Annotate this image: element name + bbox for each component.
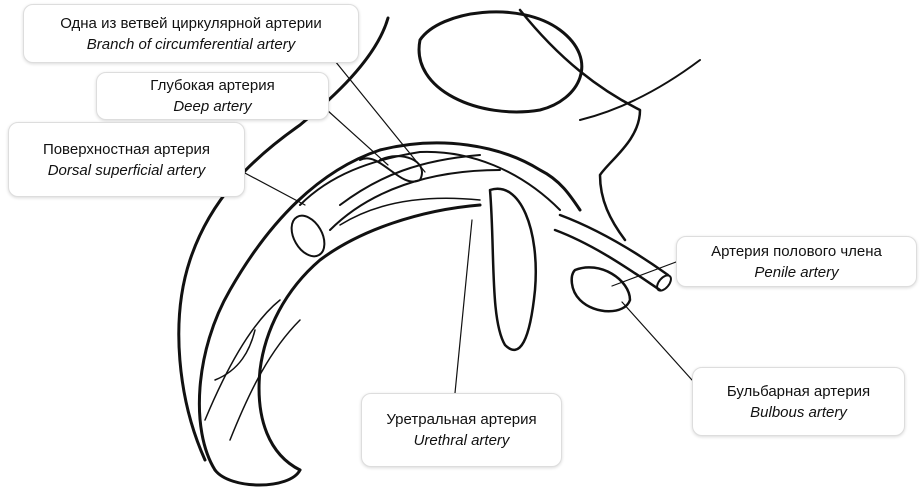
label-en: Bulbous artery	[750, 403, 847, 421]
label-deep-artery: Глубокая артерия Deep artery	[96, 72, 329, 120]
label-bulbous-artery: Бульбарная артерия Bulbous artery	[692, 367, 905, 436]
label-branch-circumferential-artery: Одна из ветвей циркулярной артерии Branc…	[23, 4, 359, 63]
label-penile-artery: Артерия полового члена Penile artery	[676, 236, 917, 287]
label-ru: Уретральная артерия	[386, 411, 537, 428]
label-ru: Поверхностная артерия	[42, 140, 211, 158]
label-ru: Одна из ветвей циркулярной артерии	[60, 14, 322, 32]
label-ru: Бульбарная артерия	[726, 382, 871, 400]
label-urethral-artery: Уретральная артерия Urethral artery	[361, 393, 562, 467]
label-ru: Глубокая артерия	[150, 77, 275, 94]
label-dorsal-superficial-artery: Поверхностная артерия Dorsal superficial…	[8, 122, 245, 197]
label-en: Urethral artery	[413, 432, 510, 449]
label-ru: Артерия полового члена	[711, 242, 882, 260]
label-en: Branch of circumferential artery	[86, 35, 296, 53]
label-en: Deep artery	[173, 98, 252, 115]
label-en: Dorsal superficial artery	[47, 161, 206, 179]
label-en: Penile artery	[754, 263, 839, 281]
